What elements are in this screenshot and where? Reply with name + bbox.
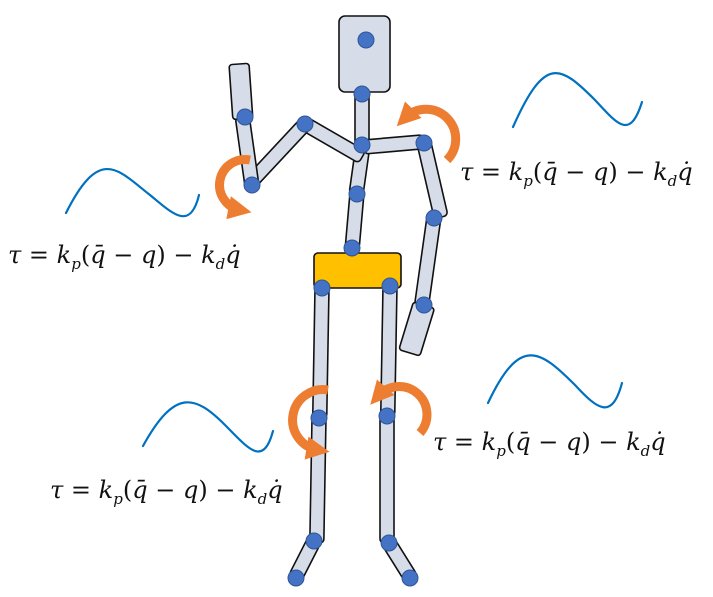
joint-right-elbow (425, 209, 443, 227)
joint-neck (353, 85, 371, 103)
signal-wave-bottom-left (141, 401, 275, 453)
joint-chest (353, 136, 371, 154)
signal-wave-bottom-right (486, 354, 624, 409)
right-forearm-link (414, 215, 442, 308)
joint-right-toe (401, 569, 419, 587)
head-link (338, 15, 391, 93)
joint-right-shoulder (415, 134, 433, 152)
left-forearm-link (235, 115, 260, 188)
pd-equation-left: τ = kp(q̄ − q) − kdq̇ (8, 241, 241, 273)
signal-wave-top-right (511, 72, 644, 129)
joint-head (357, 31, 375, 49)
signal-wave-left (64, 168, 201, 218)
joint-right-knee (378, 407, 396, 425)
pd-equation-bottom-left: τ = kp(q̄ − q) − kdq̇ (50, 476, 283, 508)
right-shin-link (379, 415, 395, 544)
robot-links (228, 15, 448, 582)
left-thigh-link (312, 287, 330, 419)
joint-left-toe (287, 569, 305, 587)
joint-left-hip (313, 279, 331, 297)
torque-arrow-right-shoulder (396, 101, 461, 164)
torque-arrows (215, 101, 461, 460)
torque-arrow-left-elbow (215, 155, 252, 220)
joint-right-ankle (380, 534, 398, 552)
robot-joints (236, 31, 443, 587)
left-shin-link (309, 417, 327, 544)
joint-left-ankle (305, 532, 323, 550)
joint-left-knee (310, 409, 328, 427)
pd-equation-bottom-right: τ = kp(q̄ − q) − kdq̇ (433, 428, 666, 460)
joint-left-wrist (236, 108, 254, 126)
joint-left-shoulder (296, 115, 314, 133)
torque-arrow-right-knee (370, 379, 432, 436)
pd-equation-top-right: τ = kp(q̄ − q) − kdq̇ (460, 158, 693, 190)
joint-right-wrist (415, 296, 433, 314)
joint-left-elbow (243, 176, 261, 194)
joint-spine (348, 185, 366, 203)
signal-waves (64, 72, 644, 453)
joint-waist (343, 239, 361, 257)
right-upper-arm-link (417, 141, 448, 219)
joint-right-hip (381, 277, 399, 295)
shoulder-right-link (362, 134, 425, 155)
torque-arrow-left-knee (288, 385, 330, 460)
